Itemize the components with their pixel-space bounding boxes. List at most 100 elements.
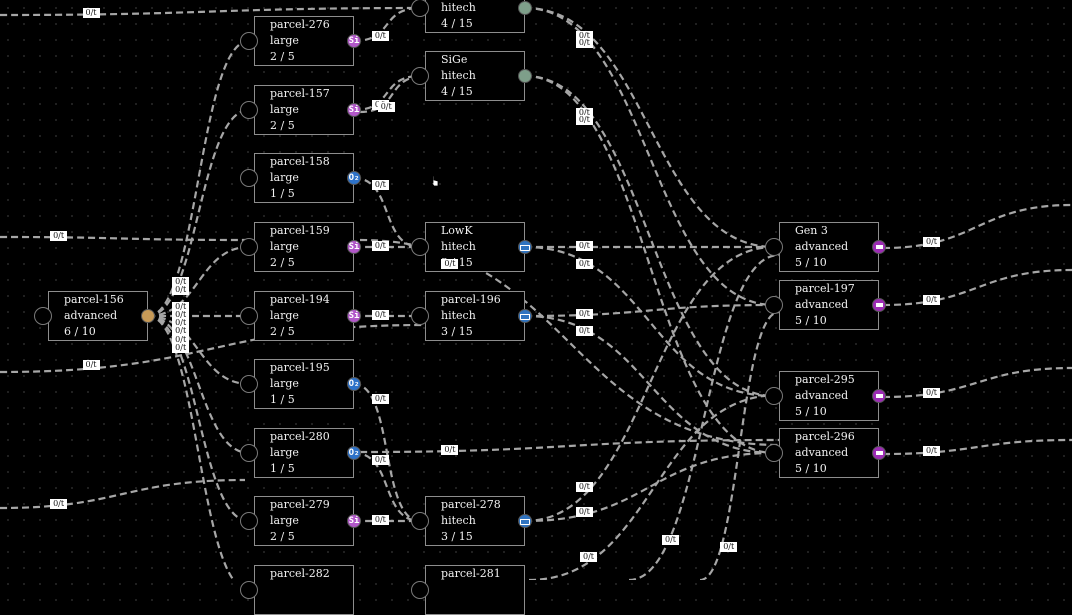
- chip-output-port-icon[interactable]: [518, 309, 532, 323]
- input-port[interactable]: [240, 512, 258, 530]
- gold-output-port-icon[interactable]: [141, 309, 155, 323]
- connection-edge[interactable]: [528, 393, 780, 580]
- flow-rate-label: 0/t: [172, 310, 190, 320]
- connection-edge[interactable]: [524, 6, 775, 307]
- input-port[interactable]: [765, 387, 783, 405]
- input-port[interactable]: [411, 307, 429, 325]
- connection-edge[interactable]: [524, 74, 775, 455]
- connection-edge[interactable]: [353, 451, 421, 523]
- connection-edge[interactable]: [353, 6, 421, 43]
- gen-output-port-icon[interactable]: [872, 389, 886, 403]
- connection-edge[interactable]: [524, 245, 775, 523]
- node-title: parcel-158: [270, 155, 330, 168]
- node-capacity: 4 / 15: [441, 85, 473, 98]
- connection-edge[interactable]: [628, 253, 780, 580]
- input-port[interactable]: [765, 238, 783, 256]
- connection-edge[interactable]: [882, 366, 1072, 399]
- o2-output-port-icon[interactable]: O₂: [347, 377, 361, 391]
- connection-edge[interactable]: [524, 74, 775, 398]
- connection-edge[interactable]: [147, 314, 249, 580]
- connection-edge[interactable]: [147, 108, 250, 318]
- input-port[interactable]: [411, 67, 429, 85]
- node-281[interactable]: parcel-281: [425, 565, 525, 615]
- input-port[interactable]: [765, 296, 783, 314]
- input-port[interactable]: [34, 307, 52, 325]
- si-output-port-icon[interactable]: Si: [347, 103, 361, 117]
- input-port[interactable]: [240, 169, 258, 187]
- connection-edge[interactable]: [147, 314, 250, 386]
- gen-output-port-icon[interactable]: [872, 298, 886, 312]
- input-port[interactable]: [240, 238, 258, 256]
- gen-output-port-icon[interactable]: [872, 446, 886, 460]
- connection-edge[interactable]: [353, 74, 421, 112]
- connection-edge[interactable]: [882, 438, 1072, 456]
- connection-edge[interactable]: [524, 303, 775, 318]
- connection-edge[interactable]: [882, 268, 1072, 307]
- si-output-port-icon[interactable]: Si: [347, 514, 361, 528]
- node-282[interactable]: parcel-282: [254, 565, 354, 615]
- input-port[interactable]: [411, 0, 429, 17]
- connection-edge[interactable]: [147, 314, 250, 455]
- si-output-port-icon[interactable]: Si: [347, 309, 361, 323]
- node-tier: large: [270, 377, 299, 390]
- input-port[interactable]: [765, 444, 783, 462]
- gen-output-port-icon[interactable]: [872, 240, 886, 254]
- connection-edge[interactable]: [0, 478, 246, 510]
- connection-edge[interactable]: [147, 245, 250, 318]
- connection-edge[interactable]: [699, 310, 780, 580]
- input-port[interactable]: [240, 444, 258, 462]
- si-output-port-icon[interactable]: Si: [347, 34, 361, 48]
- input-port[interactable]: [240, 101, 258, 119]
- node-lowk[interactable]: LowKhitech3 / 15: [425, 222, 525, 272]
- input-port[interactable]: [411, 238, 429, 256]
- input-port[interactable]: [240, 581, 258, 599]
- connection-edge[interactable]: [0, 235, 246, 242]
- connection-edge[interactable]: [524, 314, 775, 455]
- node-capacity: 5 / 10: [795, 256, 827, 269]
- o2-output-port-icon[interactable]: O₂: [347, 171, 361, 185]
- connection-layer: [0, 6, 1072, 580]
- flow-rate-label: 0/t: [923, 387, 941, 398]
- connection-edge[interactable]: [524, 6, 775, 249]
- flow-rate-label: 0/t: [371, 180, 389, 191]
- sige-output-port-icon[interactable]: [518, 1, 532, 15]
- input-port[interactable]: [411, 512, 429, 530]
- node-title: parcel-196: [441, 293, 501, 306]
- input-port[interactable]: [240, 307, 258, 325]
- input-port[interactable]: [411, 581, 429, 599]
- chip-output-port-icon[interactable]: [518, 514, 532, 528]
- flow-rate-label: 0/t: [371, 394, 389, 405]
- o2-output-port-icon[interactable]: O₂: [347, 446, 361, 460]
- connection-edge[interactable]: [147, 314, 250, 523]
- chip-output-port-icon[interactable]: [518, 240, 532, 254]
- si-output-port-icon[interactable]: Si: [347, 240, 361, 254]
- input-port[interactable]: [240, 375, 258, 393]
- connection-edge[interactable]: [147, 39, 250, 318]
- connection-edge[interactable]: [359, 438, 780, 454]
- input-port[interactable]: [240, 32, 258, 50]
- connection-edge[interactable]: [0, 6, 426, 17]
- connection-edge[interactable]: [524, 245, 775, 398]
- flow-rate-label: 0/t: [82, 360, 100, 371]
- connection-edge[interactable]: [882, 203, 1072, 250]
- flow-rate-label: 0/t: [50, 231, 68, 242]
- flow-rate-label: 0/t: [82, 8, 100, 19]
- sige-output-port-icon[interactable]: [518, 69, 532, 83]
